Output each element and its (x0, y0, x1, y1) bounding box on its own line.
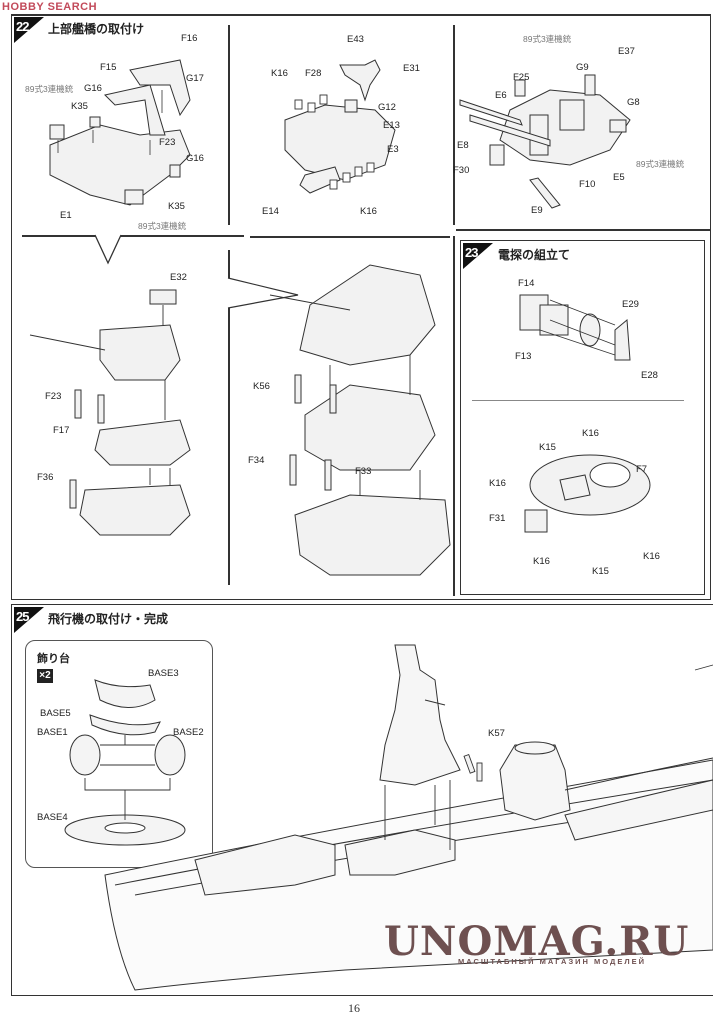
part-label: F15 (100, 62, 117, 73)
panel-divider (453, 25, 455, 225)
part-label: E1 (60, 210, 72, 221)
part-label: BASE5 (40, 708, 71, 719)
step-25-badge: 25 (14, 607, 44, 633)
part-label: E31 (403, 63, 420, 74)
hobby-search-logo: HOBBY SEARCH (2, 1, 98, 13)
part-label: E37 (618, 46, 635, 57)
panel-divider (453, 236, 455, 596)
part-label: F16 (181, 33, 198, 44)
bridge-deck-e3-illustration (284, 59, 396, 194)
part-label: BASE2 (173, 727, 204, 738)
part-label: E29 (622, 299, 639, 310)
part-label: 89式3連機銃 (25, 84, 74, 94)
part-label: E14 (262, 206, 279, 217)
step-25-number: 25 (16, 609, 30, 624)
step-23-title: 電探の組立て (498, 248, 571, 262)
step-23-divider (472, 400, 684, 401)
part-label: BASE3 (148, 668, 179, 679)
step-23-number: 23 (465, 245, 479, 260)
part-label: E28 (641, 370, 658, 381)
part-label: E9 (531, 205, 543, 216)
display-base-inset (25, 640, 213, 868)
step-22-top-divider (11, 14, 711, 16)
part-label: F36 (37, 472, 54, 483)
bridge-deck-e1-illustration (49, 59, 191, 206)
part-label: F10 (579, 179, 596, 190)
part-label: F23 (159, 137, 176, 148)
panel-divider (228, 250, 230, 585)
part-label: K15 (592, 566, 609, 577)
part-label: F33 (355, 466, 372, 477)
part-label: K16 (489, 478, 506, 489)
part-label: G12 (378, 102, 396, 113)
step-25-frame (11, 604, 713, 996)
battleship-illustration (104, 644, 713, 991)
part-label: K15 (539, 442, 556, 453)
panel-divider (228, 25, 230, 225)
step-22-bottom-divider (250, 236, 450, 238)
watermark-logo: UNOMAG.RU (384, 918, 690, 965)
director-deck-illustration (524, 454, 651, 533)
step-22-bottom-divider (456, 229, 711, 231)
part-label: BASE4 (37, 812, 68, 823)
part-label: 89式3連機銃 (523, 34, 572, 44)
part-label: F23 (45, 391, 62, 402)
part-label: F28 (305, 68, 322, 79)
part-label: E43 (347, 34, 364, 45)
part-label: K57 (488, 728, 505, 739)
part-label: K16 (360, 206, 377, 217)
step-22-title: 上部艦橋の取付け (48, 22, 145, 36)
step-25-title: 飛行機の取付け・完成 (48, 612, 169, 626)
part-label: F31 (489, 513, 506, 524)
part-label: K16 (643, 551, 660, 562)
bridge-deck-e8-illustration (459, 74, 631, 209)
part-label: K35 (168, 201, 185, 212)
part-label: F34 (248, 455, 265, 466)
part-label: F14 (518, 278, 535, 289)
part-label: E3 (387, 144, 399, 155)
part-label: G17 (186, 73, 204, 84)
part-label: F7 (636, 464, 648, 475)
part-label: G16 (186, 153, 204, 164)
part-label: G16 (84, 83, 102, 94)
bridge-assembly-left-illustration (29, 289, 191, 536)
part-label: F25 (513, 72, 530, 83)
part-label: G9 (576, 62, 589, 73)
step-22-badge: 22 (14, 17, 44, 43)
part-label: 89式3連機銃 (138, 221, 187, 231)
part-label: BASE1 (37, 727, 68, 738)
part-label: F30 (453, 165, 470, 176)
part-label: G8 (627, 97, 640, 108)
part-label: K16 (582, 428, 599, 439)
part-label: K16 (533, 556, 550, 567)
step-22-number: 22 (16, 19, 30, 34)
part-label: E8 (457, 140, 469, 151)
part-label: E32 (170, 272, 187, 283)
step-23-frame (460, 240, 705, 595)
bridge-assembly-center-illustration (269, 264, 451, 576)
page-number: 16 (348, 1001, 360, 1015)
part-label: F17 (53, 425, 70, 436)
radar-assembly-illustration (519, 294, 631, 361)
callout-pointer (94, 234, 122, 265)
part-label: E13 (383, 120, 400, 131)
part-label: F13 (515, 351, 532, 362)
callout-pointer-2 (227, 277, 299, 309)
part-label: E5 (613, 172, 625, 183)
step-23-badge: 23 (463, 243, 493, 269)
part-label: K16 (271, 68, 288, 79)
part-label: K56 (253, 381, 270, 392)
part-label: K35 (71, 101, 88, 112)
watermark-tagline: МАСШТАБНЫЙ МАГАЗИН МОДЕЛЕЙ (458, 957, 647, 966)
quantity-badge: ×2 (37, 669, 53, 683)
part-label: E6 (495, 90, 507, 101)
display-base-illustration (64, 679, 186, 846)
part-label: 89式3連機銃 (636, 159, 685, 169)
step-22-bottom-divider (22, 235, 244, 237)
display-base-title: 飾り台 (37, 653, 70, 665)
